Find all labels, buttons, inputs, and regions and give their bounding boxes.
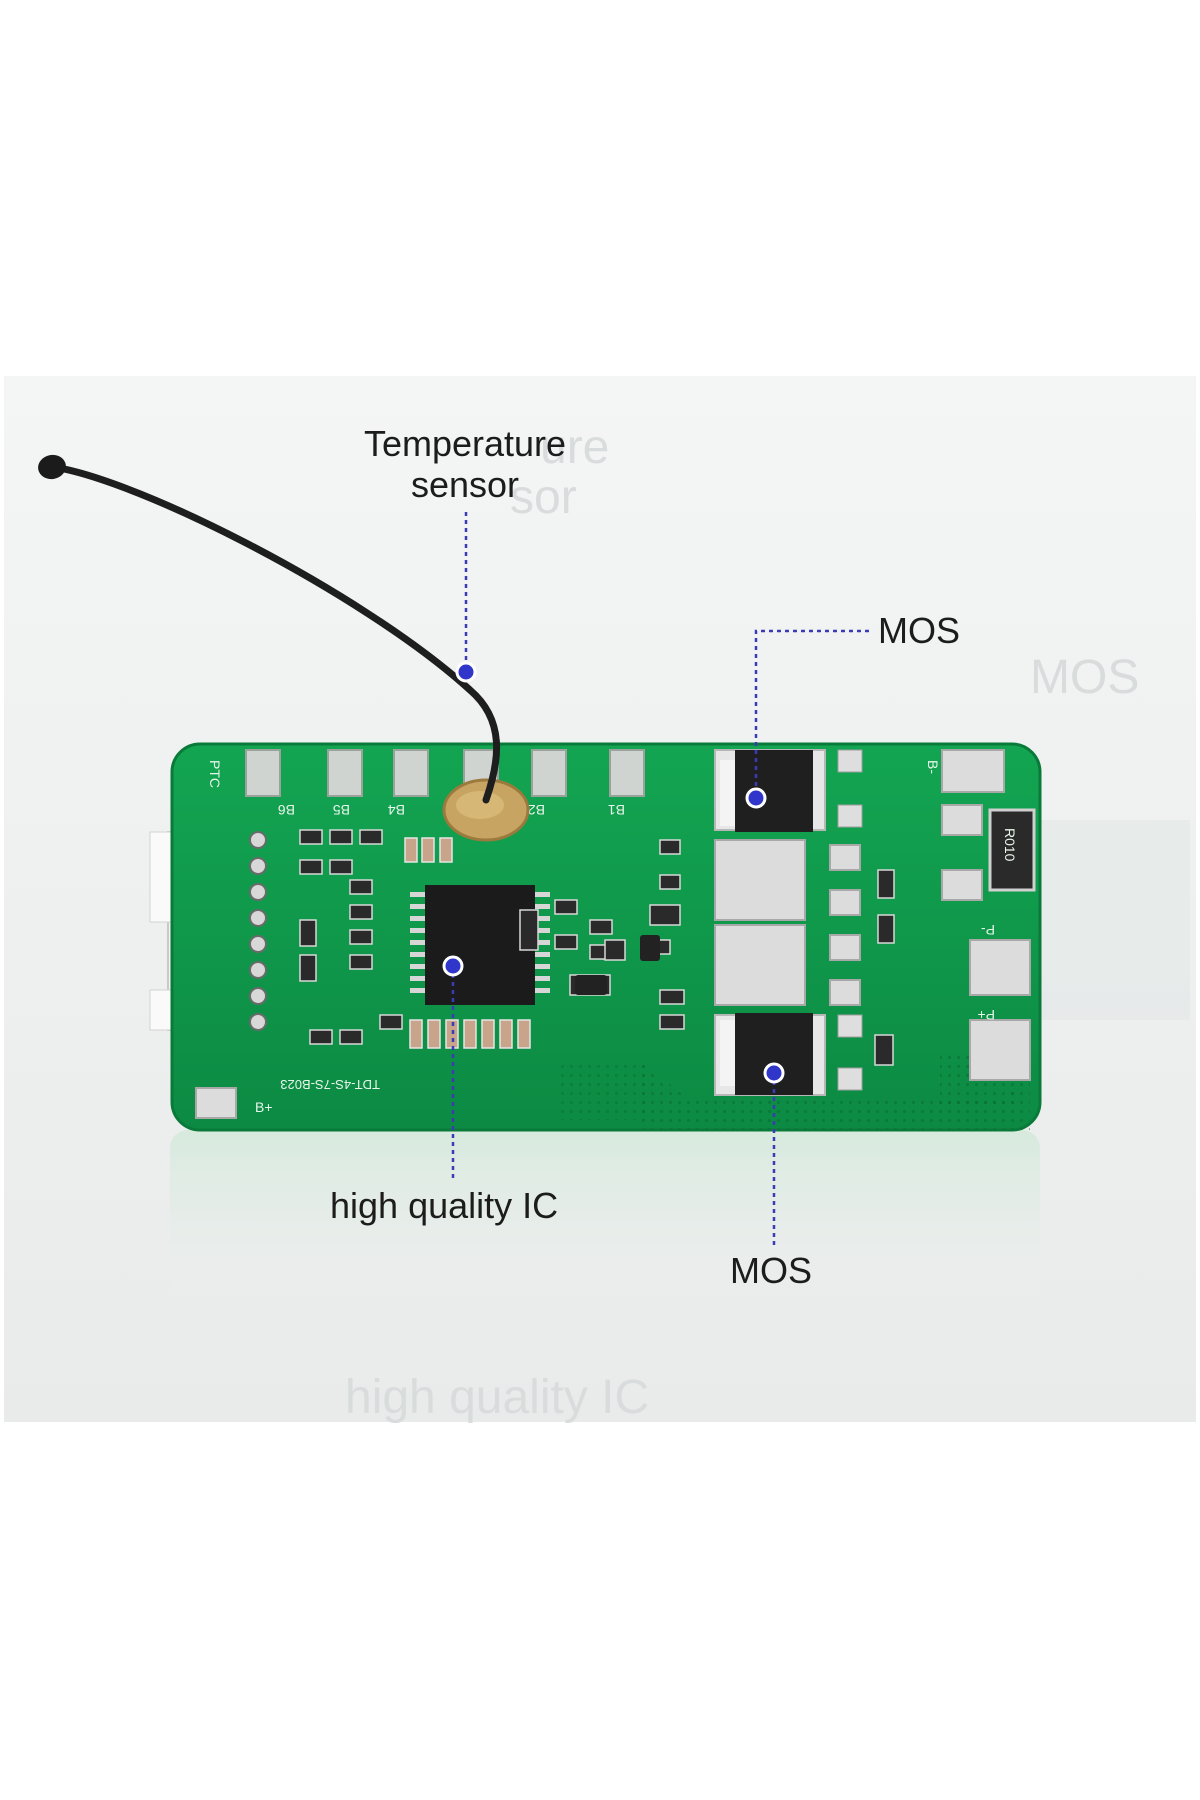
silk-part-number: TDT-4S-7S-B023: [280, 1077, 380, 1092]
temperature-sensor-label: Temperature sensor: [340, 423, 590, 506]
resistor-row: [409, 1019, 531, 1049]
header-pins: [249, 831, 267, 1031]
shunt-resistor: [988, 808, 1036, 892]
shunt-label: R010: [1002, 828, 1018, 862]
callout-dots: [442, 661, 785, 1084]
ghost-text-mos: MOS: [1030, 651, 1140, 704]
silk-p-plus: P+: [977, 1007, 995, 1023]
transistors-small: [575, 935, 660, 995]
thermistor-bead: [38, 454, 66, 480]
callout-lines: [451, 512, 869, 1245]
temperature-sensor-line1: Temperature: [363, 423, 567, 464]
smd-components-right: [874, 869, 895, 1066]
pad-label-b6: B6: [278, 802, 295, 818]
ghost-text-1: ure: [540, 421, 610, 474]
silkscreen-labels: B- P- P+ B+ TDT-4S-7S-B023: [255, 760, 995, 1115]
smd-components-left: [299, 829, 403, 1045]
ptc-label: PTC: [207, 760, 223, 788]
mos-pads: [195, 749, 1031, 1119]
temperature-sensor-line2: sensor: [410, 464, 520, 506]
ghost-text-2: sor: [510, 471, 577, 524]
mos-top-label: MOS: [878, 610, 961, 651]
silk-p-minus: P-: [981, 922, 995, 938]
mosfet-top: [714, 749, 863, 832]
pad-label-b2: B2: [528, 802, 545, 818]
high-quality-ic-label: high quality IC: [330, 1185, 559, 1226]
silk-b-minus: B-: [925, 760, 941, 774]
mos-bottom-label: MOS: [730, 1250, 813, 1291]
caps-top: [404, 837, 453, 863]
protection-ic: [410, 885, 550, 1005]
thermistor-wire: [39, 462, 501, 804]
silk-b-plus: B+: [255, 1099, 273, 1115]
pad-label-b4: B4: [388, 802, 405, 818]
ghost-text-ic: high quality IC: [345, 1371, 650, 1424]
pad-label-b1: B1: [608, 802, 625, 818]
pad-label-b5: B5: [333, 802, 350, 818]
pad-labels: B6 B5 B4 B3 B2 B1: [278, 802, 625, 818]
board-reflection: [170, 1130, 1040, 1310]
